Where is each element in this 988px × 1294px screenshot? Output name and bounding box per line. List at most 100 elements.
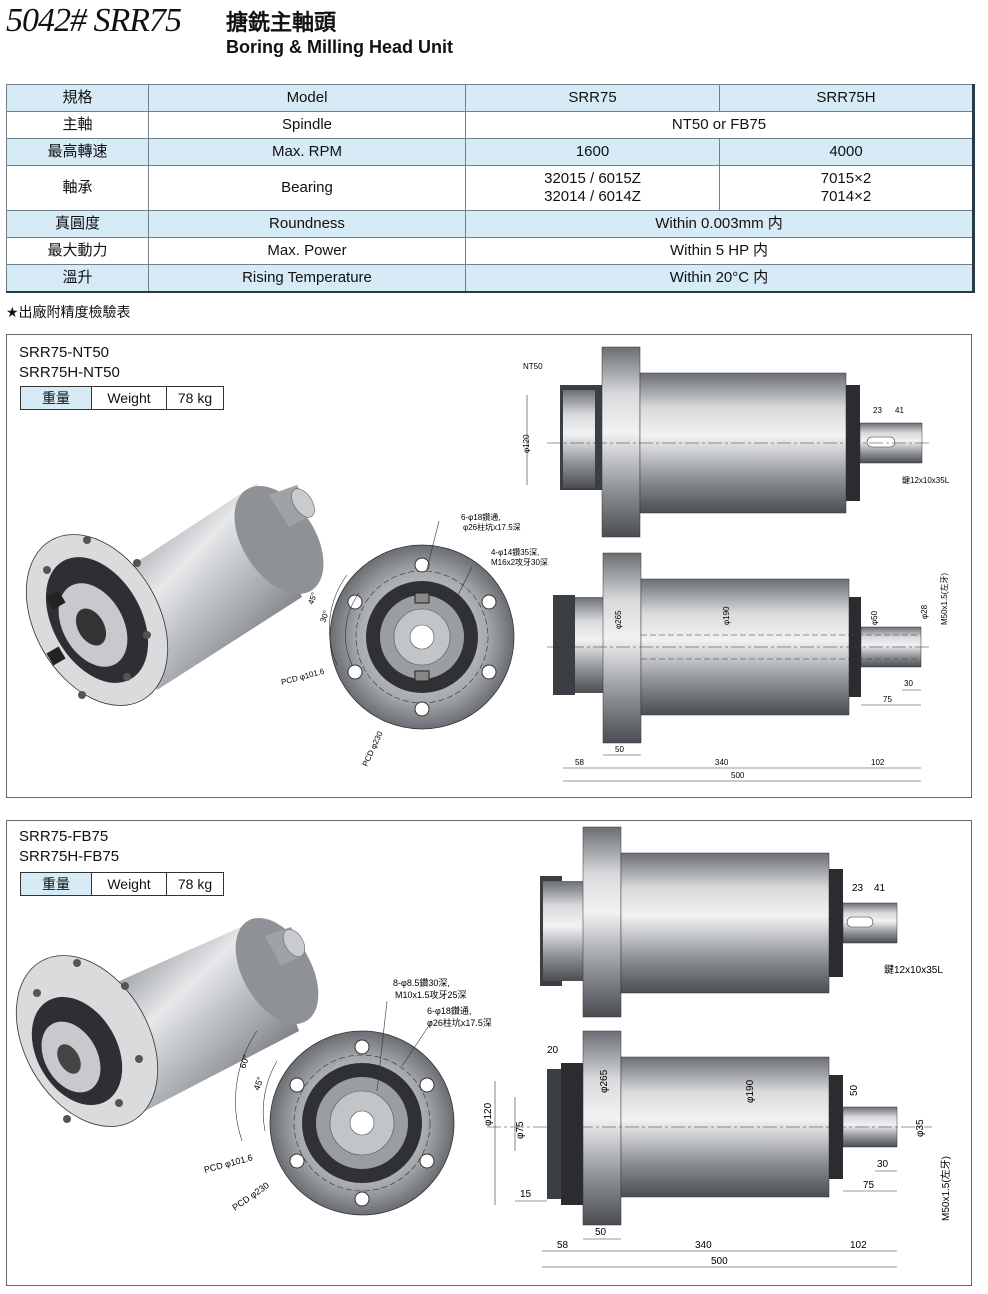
iso-view (25, 483, 324, 706)
dim-label: 15 (520, 1189, 532, 1200)
spec-zh: 規格 (6, 84, 149, 112)
dim-label: 102 (850, 1240, 867, 1251)
spec-merged: Within 5 HP 内 (465, 237, 974, 265)
angle-label: 45° (251, 1075, 265, 1092)
inspection-note: ★出廠附精度檢驗表 (6, 304, 131, 320)
dim-label: 30 (877, 1159, 889, 1170)
dim-label: φ50 (870, 610, 879, 625)
bearing-a2: 32014 / 6014Z (544, 188, 641, 205)
dim-label: 340 (695, 1240, 712, 1251)
table-row: 溫升 Rising Temperature Within 20°C 内 (6, 264, 974, 293)
dim-label: 50 (849, 1084, 860, 1096)
spec-en: Roundness (148, 210, 466, 238)
key-label: 鍵12x10x35L (884, 963, 943, 976)
dim-label: M50x1.5(左牙) (939, 1156, 952, 1221)
technical-drawing: 8-φ8.5鑽30深, M10x1.5攻牙25深 6-φ18鑽通, φ26柱坑x… (15, 826, 952, 1268)
dim-label: φ265 (614, 610, 623, 629)
pcd-label: PCD φ230 (230, 1180, 270, 1212)
side-view-top: NT50 φ120 23 41 鍵12x10x35L (522, 346, 950, 538)
dim-label: 500 (711, 1256, 728, 1267)
dim-label: 340 (715, 758, 729, 767)
table-row: 主軸 Spindle NT50 or FB75 (6, 111, 974, 139)
dim-label: φ35 (915, 1119, 926, 1137)
product-title-zh: 搪銑主軸頭 (226, 10, 337, 35)
dim-label: 23 (873, 406, 882, 415)
weight-table: 重量 Weight 78 kg (20, 872, 224, 896)
table-row: 真圓度 Roundness Within 0.003mm 内 (6, 210, 974, 238)
hole-note: 6-φ18鑽通, (427, 1005, 471, 1016)
table-row: 最高轉速 Max. RPM 1600 4000 (6, 138, 974, 166)
dim-label: 20 (547, 1045, 559, 1056)
table-row: 最大動力 Max. Power Within 5 HP 内 (6, 237, 974, 265)
dim-label: M50x1.5(左牙) (939, 573, 949, 625)
dim-label: 500 (731, 771, 745, 780)
front-view: 6-φ18鑽通, φ26柱坑x17.5深 4-φ14鑽35深, M16x2攻牙3… (280, 512, 548, 768)
angle-label: 45° (306, 591, 319, 605)
pcd-label: PCD φ101.6 (280, 667, 326, 687)
spec-zh: 最大動力 (6, 237, 149, 265)
spec-a: 1600 (465, 138, 720, 166)
product-code: 5042# SRR75 (6, 2, 182, 39)
hole-note: 8-φ8.5鑽30深, (393, 977, 450, 988)
pcd-label: PCD φ101.6 (203, 1152, 254, 1175)
dim-label: 58 (575, 758, 584, 767)
hole-note: 4-φ14鑽35深, (491, 547, 539, 557)
table-row: 規格 Model SRR75 SRR75H (6, 84, 974, 112)
weight-table: 重量 Weight 78 kg (20, 386, 224, 410)
dim-label: 75 (883, 695, 892, 704)
hole-note: M10x1.5攻牙25深 (395, 989, 467, 1000)
side-view-top: 23 41 鍵12x10x35L (540, 826, 943, 1018)
model-label: SRR75H-FB75 (19, 848, 120, 865)
spec-en: Max. RPM (148, 138, 466, 166)
spec-table: 規格 Model SRR75 SRR75H 主軸 Spindle NT50 or… (6, 84, 975, 293)
product-title-en: Boring & Milling Head Unit (226, 37, 453, 57)
dim-label: φ190 (722, 606, 731, 625)
model-label: SRR75-NT50 (19, 344, 110, 361)
spec-zh: 軸承 (6, 165, 149, 211)
hole-note: 6-φ18鑽通, (461, 512, 500, 522)
weight-label-en: Weight (91, 872, 167, 896)
spec-merged: Within 20°C 内 (465, 264, 974, 293)
dim-label: φ120 (483, 1102, 494, 1126)
dim-label: φ190 (745, 1079, 756, 1103)
spec-en: Spindle (148, 111, 466, 139)
pcd-label: PCD φ230 (361, 729, 385, 767)
spec-en: Bearing (148, 165, 466, 211)
side-view-bottom: φ265 φ190 φ50 φ28 M50x1.5(左牙) 30 75 50 5… (547, 552, 949, 782)
dim-label: 41 (895, 406, 904, 415)
hole-note: M16x2攻牙30深 (491, 557, 548, 567)
dim-label: 50 (595, 1227, 607, 1238)
spec-b: SRR75H (719, 84, 974, 112)
dim-label: 50 (615, 745, 624, 754)
hole-note: φ26柱坑x17.5深 (463, 522, 521, 532)
dim-label: 58 (557, 1240, 569, 1251)
weight-label-en: Weight (91, 386, 167, 410)
dim-label: 75 (863, 1180, 875, 1191)
technical-drawing: 6-φ18鑽通, φ26柱坑x17.5深 4-φ14鑽35深, M16x2攻牙3… (25, 346, 950, 782)
spec-merged: Within 0.003mm 内 (465, 210, 974, 238)
weight-value: 78 kg (166, 386, 224, 410)
spec-zh: 最高轉速 (6, 138, 149, 166)
drawing-panel-nt50: SRR75-NT50 SRR75H-NT50 重量 Weight 78 kg (6, 334, 972, 798)
dim-label: φ265 (599, 1069, 610, 1093)
bearing-a1: 32015 / 6015Z (544, 170, 641, 187)
dim-label: 23 (852, 883, 864, 894)
angle-label: 60° (237, 1053, 251, 1070)
weight-value: 78 kg (166, 872, 224, 896)
hole-note: φ26柱坑x17.5深 (427, 1017, 492, 1028)
bearing-b1: 7015×2 (820, 170, 872, 187)
spec-zh: 溫升 (6, 264, 149, 293)
spec-b: 4000 (719, 138, 974, 166)
spec-a: SRR75 (465, 84, 720, 112)
dim-label: φ28 (920, 604, 929, 619)
spec-merged: NT50 or FB75 (465, 111, 974, 139)
dim-label: 41 (874, 883, 886, 894)
model-label: SRR75-FB75 (19, 828, 109, 845)
dim-label: 30 (904, 679, 913, 688)
dim-label: NT50 (523, 362, 543, 371)
weight-label-zh: 重量 (20, 872, 92, 896)
spec-en: Rising Temperature (148, 264, 466, 293)
side-view-bottom: 20 φ265 φ190 50 φ120 φ75 φ35 M50x1.5(左牙)… (483, 1030, 952, 1268)
